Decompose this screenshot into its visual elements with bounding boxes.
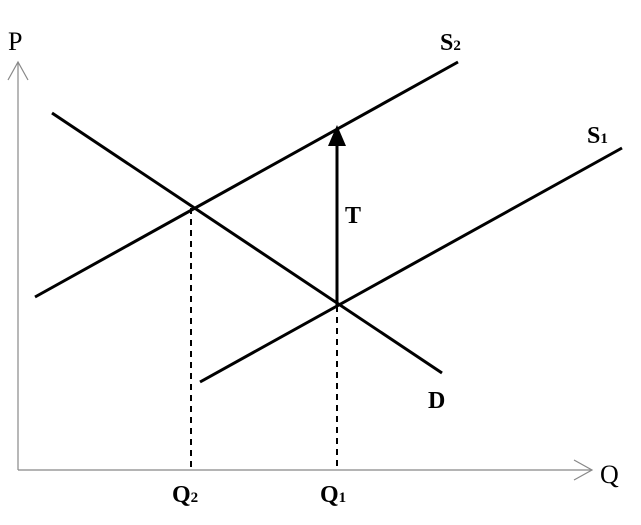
supply-curve-s1 bbox=[199, 146, 623, 384]
supply-curve-s2 bbox=[34, 60, 459, 299]
x-axis-arrowhead bbox=[573, 459, 594, 481]
demand-curve-label: D bbox=[428, 388, 445, 414]
y-axis-arrowhead bbox=[7, 60, 29, 81]
q2-label: Q2 bbox=[172, 482, 198, 508]
q1-label: Q1 bbox=[320, 482, 346, 508]
supply-curve-s2-label: S2 bbox=[440, 30, 461, 56]
tax-label: T bbox=[345, 203, 361, 229]
tax-arrowhead bbox=[328, 125, 346, 146]
supply-curve-s1-label: S1 bbox=[587, 123, 608, 149]
y-axis-label: P bbox=[8, 27, 22, 56]
demand-curve bbox=[51, 111, 443, 375]
x-axis-label: Q bbox=[600, 460, 619, 489]
